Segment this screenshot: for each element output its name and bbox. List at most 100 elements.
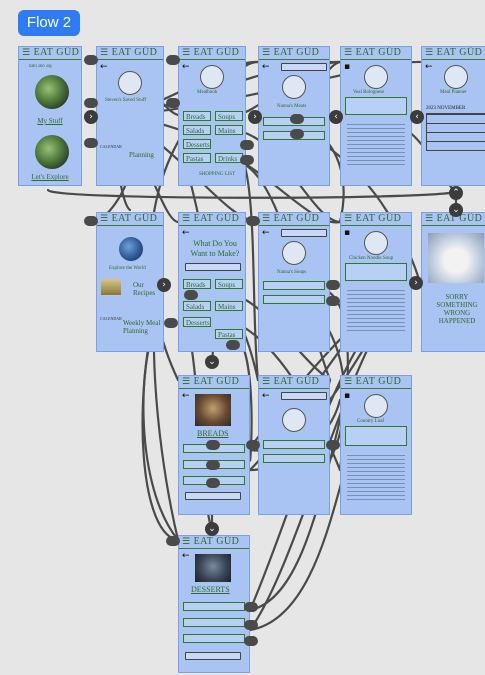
back-arrow-icon[interactable]: ← [182, 62, 190, 72]
category-cell-soups[interactable]: Soups [215, 111, 243, 121]
connection-node[interactable] [206, 460, 220, 470]
connection-node[interactable] [246, 216, 260, 226]
back-arrow-icon[interactable]: ← [262, 228, 270, 238]
frame-menu-icon[interactable]: ••• [179, 212, 188, 213]
connection-node[interactable] [240, 155, 254, 165]
connection-node[interactable] [290, 114, 304, 124]
weekly-planning-link[interactable]: Weekly Meal Planning [123, 319, 164, 335]
hamburger-icon[interactable]: ☰ [262, 377, 271, 387]
chevron-right-icon[interactable]: › [409, 276, 423, 290]
connection-node[interactable] [326, 280, 340, 290]
back-arrow-icon[interactable]: ← [182, 391, 190, 401]
hamburger-icon[interactable]: ☰ [182, 537, 191, 547]
connection-node[interactable] [206, 478, 220, 488]
back-arrow-icon[interactable]: ← [425, 62, 433, 72]
hamburger-icon[interactable]: ☰ [262, 48, 271, 58]
connection-node[interactable] [326, 440, 340, 450]
connection-node[interactable] [244, 602, 258, 612]
hamburger-icon[interactable]: ☰ [182, 214, 191, 224]
connection-node[interactable] [166, 536, 180, 546]
back-arrow-icon[interactable]: ← [262, 62, 270, 72]
chevron-left-icon[interactable]: ‹ [329, 110, 343, 124]
my-stuff-link[interactable]: My Stuff [19, 117, 81, 125]
frame-menu-icon[interactable]: ••• [259, 212, 268, 213]
category-cell-mains[interactable]: Mains [215, 301, 243, 311]
connection-node[interactable] [326, 296, 340, 306]
recipe-row[interactable] [183, 634, 245, 643]
chevron-left-icon[interactable]: ‹ [410, 110, 424, 124]
category-cell-breads[interactable]: Breads [183, 279, 211, 289]
hamburger-icon[interactable]: ☰ [262, 214, 271, 224]
hamburger-icon[interactable]: ☰ [344, 48, 353, 58]
explore-link[interactable]: Let's Explore [19, 173, 81, 181]
search-input[interactable] [281, 392, 327, 400]
frame-menu-icon[interactable]: ••• [422, 46, 431, 47]
hamburger-icon[interactable]: ☰ [425, 214, 434, 224]
frame-menu-icon[interactable]: ••• [97, 46, 106, 47]
chevron-up-icon[interactable]: ⌃ [449, 186, 463, 200]
connection-node[interactable] [84, 98, 98, 108]
connection-node[interactable] [246, 440, 260, 450]
back-arrow-icon[interactable]: ← [100, 62, 108, 72]
frame-menu-icon[interactable]: ••• [259, 46, 268, 47]
category-cell-salads[interactable]: Salads [183, 301, 211, 311]
connection-node[interactable] [244, 636, 258, 646]
recipe-row[interactable] [263, 281, 325, 290]
connection-node[interactable] [84, 138, 98, 148]
category-cell-desserts[interactable]: Desserts [183, 317, 211, 327]
frame-menu-icon[interactable]: ••• [259, 375, 268, 376]
flow-label[interactable]: Flow 2 [18, 10, 80, 36]
chevron-right-icon[interactable]: › [157, 278, 171, 292]
calendar-grid[interactable] [426, 113, 485, 151]
category-cell-mains[interactable]: Mains [215, 125, 243, 135]
planning-link[interactable]: Planning [129, 151, 154, 159]
chevron-right-icon[interactable]: › [248, 110, 262, 124]
connection-node[interactable] [206, 440, 220, 450]
hamburger-icon[interactable]: ☰ [182, 377, 191, 387]
connection-node[interactable] [166, 55, 180, 65]
back-arrow-icon[interactable]: ← [182, 228, 190, 238]
hamburger-icon[interactable]: ☰ [100, 214, 109, 224]
connection-node[interactable] [240, 140, 254, 150]
frame-menu-icon[interactable]: ••• [341, 212, 350, 213]
hamburger-icon[interactable]: ☰ [425, 48, 434, 58]
search-input[interactable] [281, 229, 327, 237]
back-arrow-icon[interactable]: ← [262, 391, 270, 401]
my-stuff-image[interactable] [35, 75, 69, 109]
save-icon[interactable]: ▪ [344, 228, 350, 238]
hamburger-icon[interactable]: ☰ [344, 214, 353, 224]
recipes-image[interactable] [101, 279, 121, 295]
hamburger-icon[interactable]: ☰ [100, 48, 109, 58]
frame-menu-icon[interactable]: ••• [179, 535, 188, 536]
frame-menu-icon[interactable]: ••• [179, 375, 188, 376]
connection-node[interactable] [166, 98, 180, 108]
frame-menu-icon[interactable]: ••• [422, 212, 431, 213]
category-cell-soups[interactable]: Soups [215, 279, 243, 289]
search-input[interactable] [281, 63, 327, 71]
search-input[interactable] [185, 492, 241, 500]
chevron-right-icon[interactable]: › [84, 110, 98, 124]
frame-menu-icon[interactable]: ••• [179, 46, 188, 47]
explore-image[interactable] [35, 135, 69, 169]
hamburger-icon[interactable]: ☰ [344, 377, 353, 387]
connection-node[interactable] [84, 216, 98, 226]
connection-node[interactable] [244, 620, 258, 630]
save-icon[interactable]: ▪ [344, 62, 350, 72]
recipe-row[interactable] [263, 295, 325, 304]
frame-menu-icon[interactable]: ••• [341, 375, 350, 376]
category-cell-desserts[interactable]: Desserts [183, 139, 211, 149]
category-cell-salads[interactable]: Salads [183, 125, 211, 135]
chevron-down-icon[interactable]: ⌄ [205, 355, 219, 369]
hamburger-icon[interactable]: ☰ [182, 48, 191, 58]
frame-menu-icon[interactable]: ••• [97, 212, 106, 213]
category-cell-breads[interactable]: Breads [183, 111, 211, 121]
save-icon[interactable]: ▪ [344, 391, 350, 401]
connection-node[interactable] [84, 55, 98, 65]
connection-node[interactable] [290, 129, 304, 139]
frame-menu-icon[interactable]: ••• [19, 46, 28, 47]
category-cell-pastas[interactable]: Pastas [183, 153, 211, 163]
connection-node[interactable] [226, 340, 240, 350]
connection-node[interactable] [164, 318, 178, 328]
category-cell-pastas[interactable]: Pastas [215, 329, 243, 339]
category-cell-drinks[interactable]: Drinks [215, 153, 243, 163]
